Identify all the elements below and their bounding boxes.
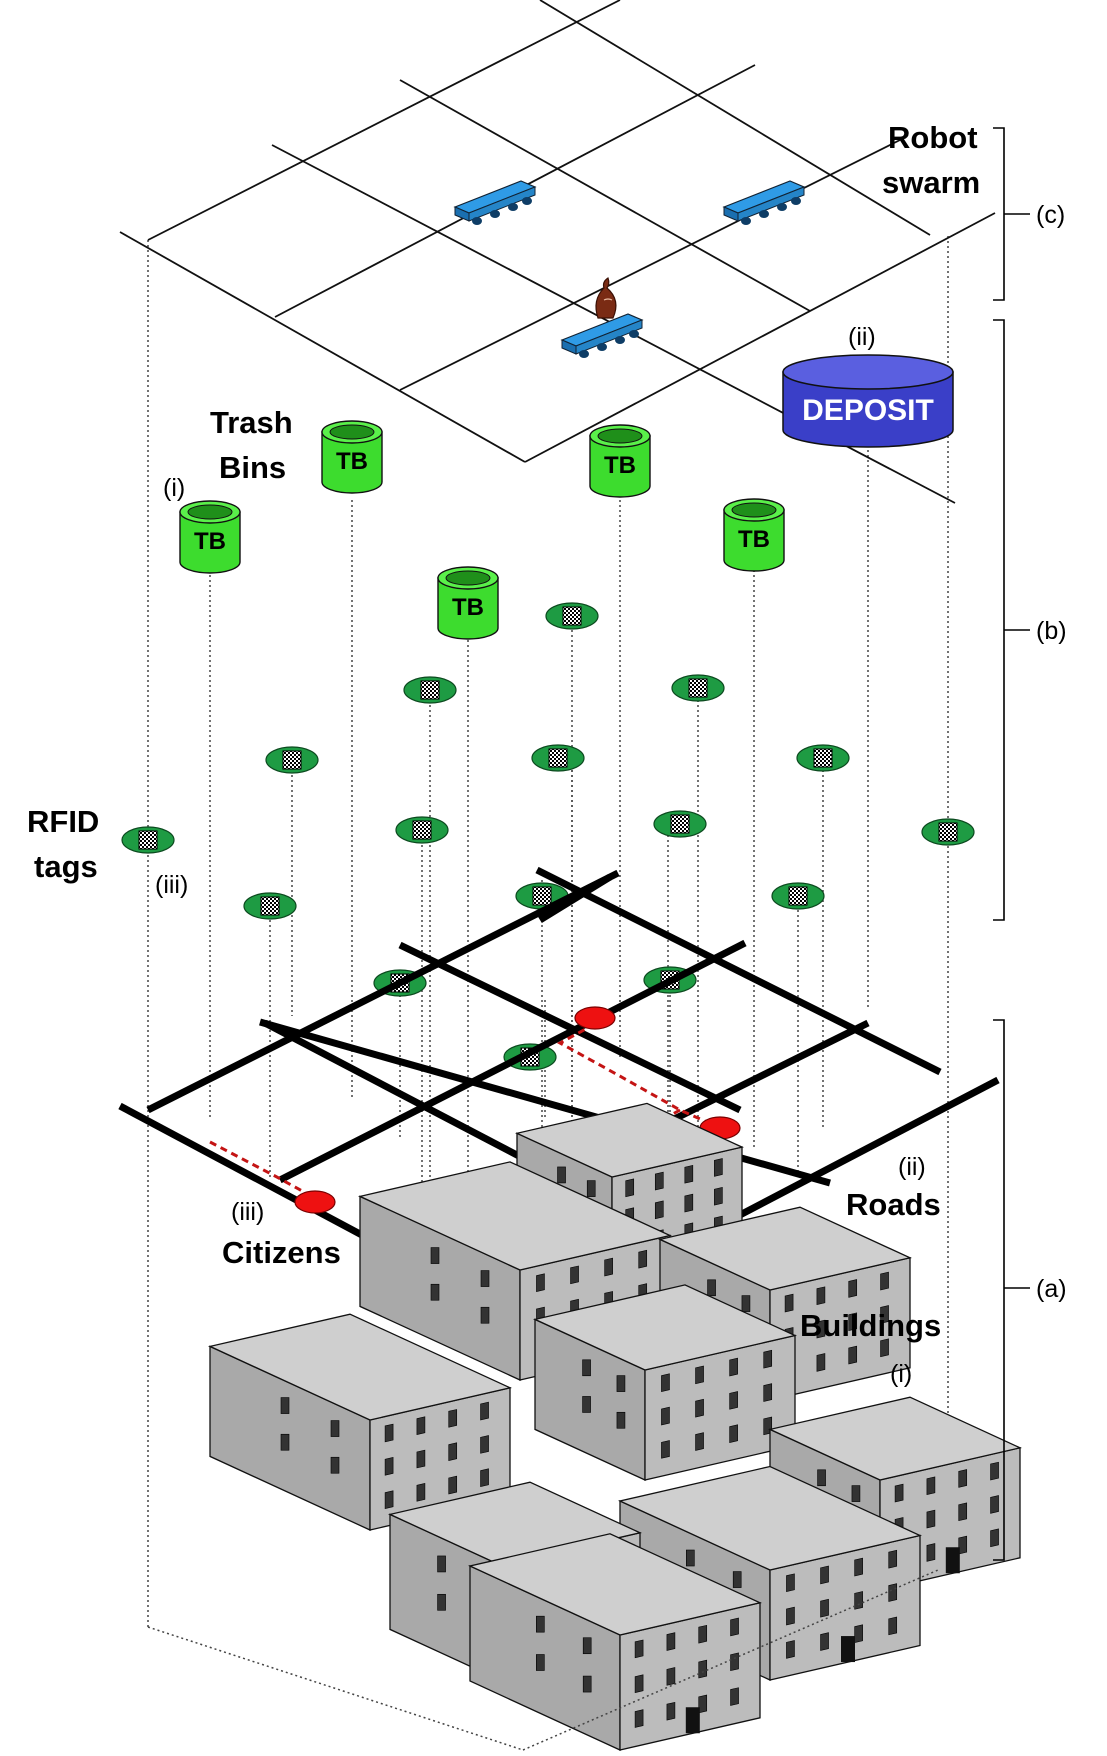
door-icon <box>685 1707 700 1734</box>
trash-bin-label: TB <box>194 528 226 555</box>
vertical-guide-lines <box>147 236 949 1627</box>
trash-bin-4: TB <box>589 424 651 498</box>
citizens <box>294 1006 741 1214</box>
rfid-tag-9 <box>653 810 707 838</box>
rfid-tags <box>121 602 975 1071</box>
rfid-tag-10 <box>921 818 975 846</box>
citizens-label: Citizens <box>222 1235 341 1270</box>
base-outline <box>147 1569 939 1751</box>
robots <box>453 180 806 358</box>
trash-bin-5: TB <box>723 498 785 572</box>
trash-bins: TB TB TB TB TB <box>179 420 785 640</box>
rfid-tag-12 <box>515 882 569 910</box>
rfid-tag-2 <box>403 676 457 704</box>
layer-b-label: (b) <box>1036 617 1067 645</box>
robot-swarm-label-1: Robot <box>888 120 978 155</box>
trash-bin-label: TB <box>452 594 484 621</box>
citizen-3 <box>294 1190 336 1214</box>
building-9 <box>467 1533 763 1752</box>
deposit-marker-ii: (ii) <box>848 323 876 351</box>
trash-bins-label-2: Bins <box>219 450 286 485</box>
robot-1 <box>453 180 537 225</box>
buildings-marker-i: (i) <box>890 1360 912 1388</box>
door-icon <box>945 1547 960 1574</box>
trash-bin-label: TB <box>604 452 636 479</box>
robot-2 <box>722 180 806 225</box>
rfid-tag-16 <box>503 1043 557 1071</box>
trash-bin-label: TB <box>738 526 770 553</box>
roads-marker-ii: (ii) <box>898 1153 926 1181</box>
trash-bag-icon <box>595 277 617 319</box>
buildings <box>207 1102 1023 1752</box>
rfid-label-1: RFID <box>27 804 99 839</box>
layer-a-label: (a) <box>1036 1275 1067 1303</box>
layer-c-label: (c) <box>1036 201 1065 229</box>
rfid-tag-8 <box>395 816 449 844</box>
trash-bin-label: TB <box>336 448 368 475</box>
robot-3 <box>560 277 644 358</box>
rfid-tag-1 <box>545 602 599 630</box>
robot-swarm-label-2: swarm <box>882 165 980 200</box>
trash-bin-3: TB <box>437 566 499 640</box>
rfid-tag-11 <box>243 892 297 920</box>
trash-bin-1: TB <box>179 500 241 574</box>
deposit-label: DEPOSIT <box>802 394 934 427</box>
door-icon <box>841 1636 855 1663</box>
rfid-tag-4 <box>265 746 319 774</box>
rfid-tag-7 <box>121 826 175 854</box>
rfid-tag-5 <box>531 744 585 772</box>
bins-marker-i: (i) <box>163 474 185 502</box>
building-2 <box>357 1161 673 1382</box>
rfid-label-2: tags <box>34 849 98 884</box>
rfid-tag-13 <box>771 882 825 910</box>
rfid-marker-iii: (iii) <box>155 871 188 899</box>
citizens-marker-iii: (iii) <box>231 1198 264 1226</box>
trash-bin-2: TB <box>321 420 383 494</box>
building-4 <box>532 1284 798 1482</box>
trash-bins-label-1: Trash <box>210 405 293 440</box>
rfid-tag-3 <box>671 674 725 702</box>
rfid-tag-6 <box>796 744 850 772</box>
layer-brackets <box>993 127 1030 1561</box>
roads-label: Roads <box>846 1187 941 1222</box>
deposit-icon: DEPOSIT <box>782 354 954 448</box>
citizen-1 <box>574 1006 616 1030</box>
buildings-label: Buildings <box>800 1308 941 1343</box>
